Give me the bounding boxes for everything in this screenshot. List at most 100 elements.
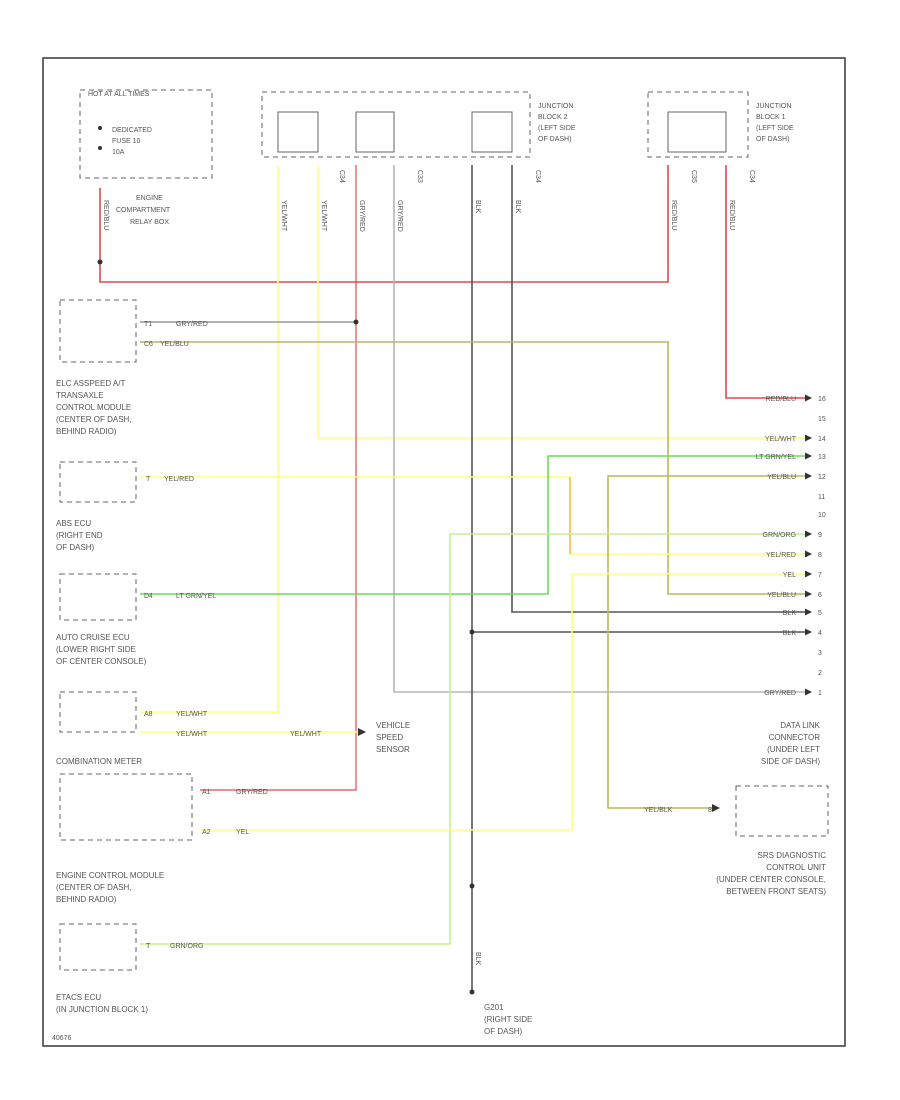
jb-pin-id: C34 xyxy=(534,170,541,183)
cruise-label-1: AUTO CRUISE ECU xyxy=(56,633,130,642)
component-boxes xyxy=(59,89,829,971)
dlc-pin-arrow xyxy=(805,394,812,402)
dlc-wire-label: YEL/BLU xyxy=(767,592,796,599)
dlc-pin-number: 14 xyxy=(818,436,826,443)
splice-dot xyxy=(469,989,475,995)
dlc-wire-label: LT GRN/YEL xyxy=(756,454,796,461)
wire-label-jb2-5: BLK xyxy=(474,200,481,214)
dlc-pin-arrow xyxy=(805,590,812,598)
wire-label-cruise: LT GRN/YEL xyxy=(176,593,216,600)
tcm-box xyxy=(59,299,137,363)
wire-label-jb2-1: YEL/WHT xyxy=(280,200,287,232)
arrow-vss xyxy=(358,728,366,736)
arrow-srs xyxy=(712,804,720,812)
srs-unit-box xyxy=(735,785,829,837)
dlc-pin-number: 6 xyxy=(818,592,822,599)
wire-grnorg-etacs xyxy=(140,533,805,945)
wire-label-jb2-3: GRY/RED xyxy=(358,200,365,232)
etacs-box xyxy=(59,923,137,971)
dlc-wire-label: YEL xyxy=(783,572,796,579)
etacs-label-2: (IN JUNCTION BLOCK 1) xyxy=(56,1005,148,1014)
dlc-pin-number: 15 xyxy=(818,416,826,423)
jb2-label-2: BLOCK 2 xyxy=(538,114,568,121)
fuse-block-box xyxy=(79,89,213,179)
dlc-pin-arrow xyxy=(805,608,812,616)
meter-box xyxy=(59,691,137,733)
tcm-label-2: TRANSAXLE xyxy=(56,391,104,400)
wire-label-jb1-2: RED/BLU xyxy=(728,200,735,230)
abs-label-3: OF DASH) xyxy=(56,543,95,552)
splice-dot xyxy=(98,146,102,150)
wire-red-fuse-out xyxy=(99,165,669,283)
dlc-pin-number: 12 xyxy=(818,474,826,481)
ecm-label-3: BEHIND RADIO) xyxy=(56,895,117,904)
dlc-pin-number: 8 xyxy=(818,552,822,559)
pin-cruise: D4 xyxy=(144,593,153,600)
dlc-pin-number: 2 xyxy=(818,670,822,677)
junction-block-1-box xyxy=(647,91,749,158)
dlc-label-1: DATA LINK xyxy=(780,721,820,730)
splice-dot xyxy=(98,126,102,130)
wire-label-meter-1: YEL/WHT xyxy=(176,711,208,718)
dlc-pin-number: 13 xyxy=(818,454,826,461)
diagram-frame xyxy=(42,57,846,1047)
tcm-label-1: ELC ASSPEED A/T xyxy=(56,379,125,388)
jb2-inner-2 xyxy=(355,111,395,153)
splice-dot xyxy=(97,259,103,265)
abs-label-1: ABS ECU xyxy=(56,519,91,528)
cruise-ecu-box xyxy=(59,573,137,621)
splice-dot xyxy=(353,319,359,325)
pin-tcm-1: T1 xyxy=(144,321,152,328)
wire-label-tcm-1: GRY/RED xyxy=(176,321,208,328)
pin-srs: 8 xyxy=(708,807,712,814)
pin-abs: T xyxy=(146,476,151,483)
srs-label-1: SRS DIAGNOSTIC xyxy=(758,851,827,860)
wire-label-jb1-1: RED/BLU xyxy=(670,200,677,230)
pin-ecm-1: A1 xyxy=(202,789,211,796)
jb-pin-id: C35 xyxy=(690,170,697,183)
relay-box-label-3: RELAY BOX xyxy=(130,219,169,226)
dlc-label-2: CONNECTOR xyxy=(769,733,821,742)
arrows xyxy=(358,728,720,812)
dlc-wire-label: GRN/ORG xyxy=(763,532,796,539)
jb2-inner-1 xyxy=(277,111,319,153)
wire-yel-ecm xyxy=(200,573,805,831)
wire-ltgrnyel-cruise xyxy=(140,455,805,595)
wire-gryred-ecm xyxy=(200,165,357,791)
ground-label-1: G201 xyxy=(484,1003,504,1012)
pin-etacs: T xyxy=(146,943,151,950)
wire-label-vss: YEL/WHT xyxy=(290,731,322,738)
fuse-label-1: DEDICATED xyxy=(112,127,152,134)
jb1-label-2: BLOCK 1 xyxy=(756,114,786,121)
srs-label-3: (UNDER CENTER CONSOLE, xyxy=(716,875,826,884)
dlc-pin-arrow xyxy=(805,628,812,636)
dlc-wire-label: YEL/RED xyxy=(766,552,796,559)
wire-label-ecm-1: GRY/RED xyxy=(236,789,268,796)
wire-label-abs: YEL/RED xyxy=(164,476,194,483)
dlc-pin-number: 7 xyxy=(818,572,822,579)
wire-label-fuse-out: RED/BLU xyxy=(102,200,109,230)
ecm-label-1: ENGINE CONTROL MODULE xyxy=(56,871,164,880)
junction-block-2-box xyxy=(261,91,531,158)
jb-inner-boxes xyxy=(277,111,727,153)
figure-id: 40676 xyxy=(52,1035,72,1042)
wire-blk-dlc-5 xyxy=(511,165,805,613)
relay-box-label-1: ENGINE xyxy=(136,195,163,202)
vss-label-2: SPEED xyxy=(376,733,403,742)
wire-label-tcm-2: YEL/BLU xyxy=(160,341,189,348)
vss-label-1: VEHICLE xyxy=(376,721,410,730)
fuse-label-2: FUSE 10 xyxy=(112,138,141,145)
meter-label: COMBINATION METER xyxy=(56,757,142,766)
dlc-pin-arrow xyxy=(805,570,812,578)
dlc-wire-label: GRY/RED xyxy=(764,690,796,697)
jb1-label-1: JUNCTION xyxy=(756,103,791,110)
dlc-wire-label: BLK xyxy=(783,630,797,637)
wire-label-srs: YEL/BLK xyxy=(644,807,673,814)
dlc-pin-arrow xyxy=(805,688,812,696)
wire-label-ecm-2: YEL xyxy=(236,829,249,836)
ground-label-2: (RIGHT SIDE xyxy=(484,1015,532,1024)
tcm-label-5: BEHIND RADIO) xyxy=(56,427,117,436)
dlc-wire-label: RED/BLU xyxy=(766,396,796,403)
jb1-label-3: (LEFT SIDE xyxy=(756,125,794,132)
